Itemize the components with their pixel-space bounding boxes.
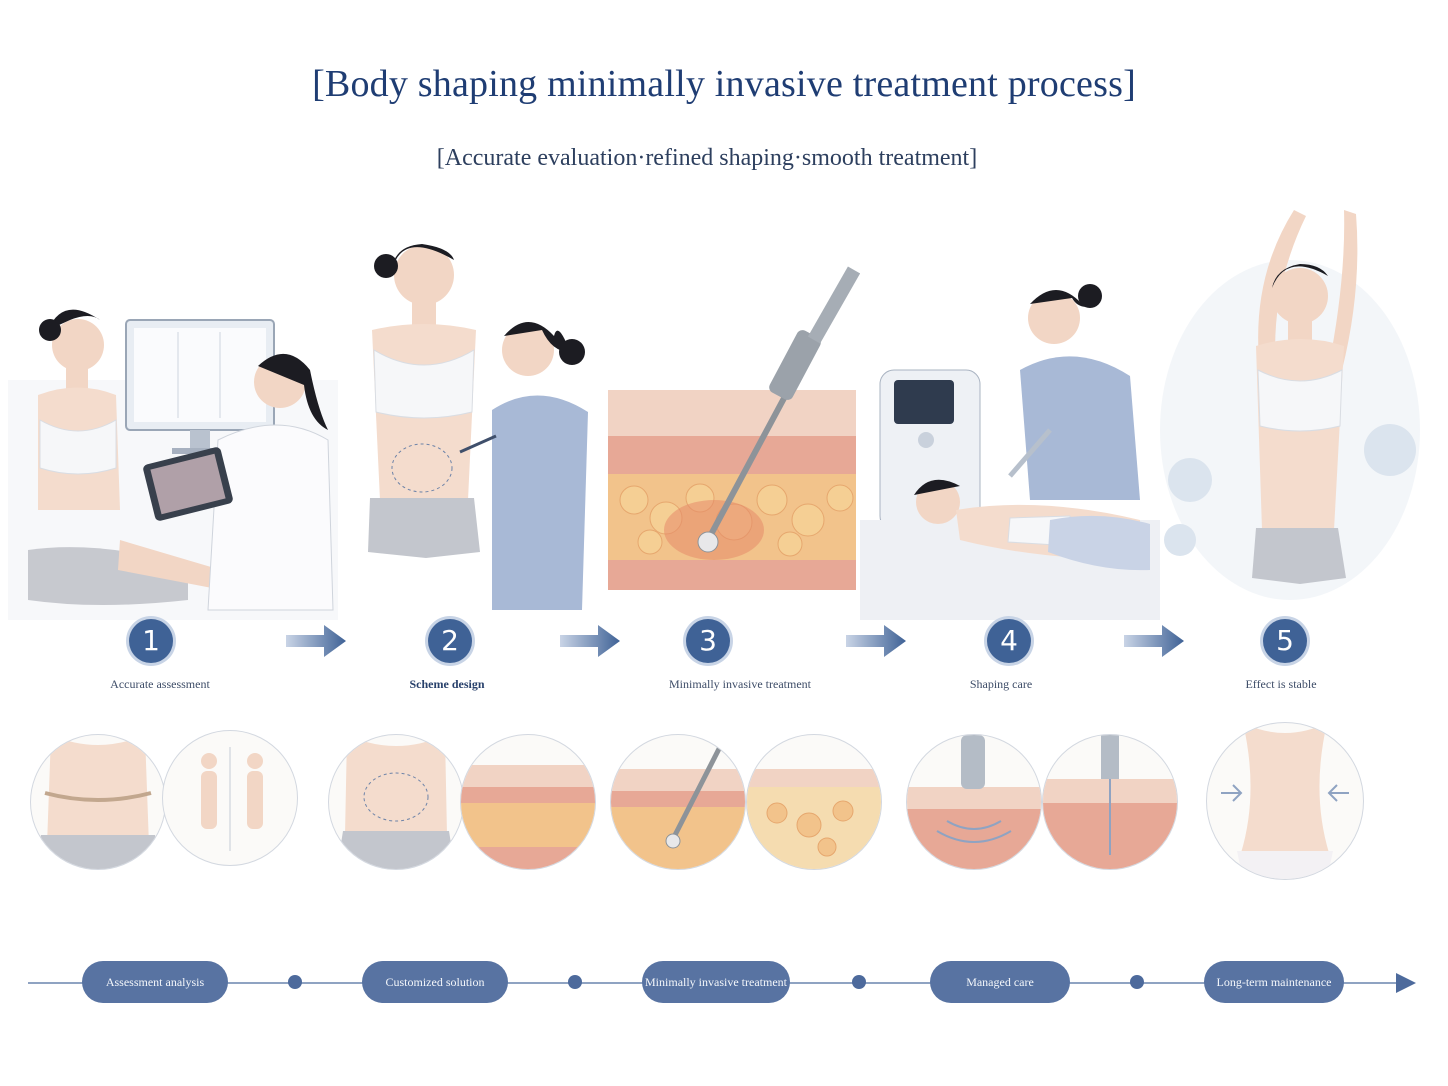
timeline-pill-3: Minimally invasive treatment [642, 961, 790, 1003]
timeline-dot [568, 975, 582, 989]
step-label-3: Minimally invasive treatment [669, 677, 811, 691]
illustration-shaping-care [860, 284, 1160, 620]
page-title: [Body shaping minimally invasive treatme… [312, 63, 1136, 105]
illustration-effect-stable [1160, 210, 1420, 600]
step-badge-4: 4 [987, 619, 1031, 663]
detail-slim-waist [1206, 722, 1364, 880]
step-label-5: Effect is stable [1245, 677, 1317, 691]
timeline-pill-5: Long-term maintenance [1204, 961, 1344, 1003]
arrow-right-icon [286, 625, 346, 657]
step-label-1: Accurate assessment [110, 677, 210, 691]
step-label-2: Scheme design [409, 677, 485, 691]
detail-cannula-fat [610, 734, 746, 870]
timeline-pill-2: Customized solution [362, 961, 508, 1003]
timeline-dot [1130, 975, 1144, 989]
detail-waist-measure [30, 734, 166, 870]
detail-marked-abdomen [328, 734, 464, 870]
arrow-right-icon [1124, 625, 1184, 657]
arrow-right-icon [560, 625, 620, 657]
step-label-4: Shaping care [969, 677, 1033, 691]
step-badge-5: 5 [1263, 619, 1307, 663]
detail-ultrasound-care [906, 734, 1042, 870]
timeline-dot [852, 975, 866, 989]
detail-body-analysis [162, 730, 298, 866]
illustration-scheme-design [368, 244, 588, 610]
timeline-arrow-icon [1396, 973, 1416, 993]
detail-tissue-repair [1042, 734, 1178, 870]
illustration-tissue-cannula [608, 266, 860, 590]
timeline-pill-4: Managed care [930, 961, 1070, 1003]
page-subtitle: [Accurate evaluation·refined shaping·smo… [436, 145, 978, 171]
arrow-right-icon [846, 625, 906, 657]
timeline-dot [288, 975, 302, 989]
step-badge-3: 3 [686, 619, 730, 663]
detail-tissue-layers [460, 734, 596, 870]
illustration-assessment [8, 309, 338, 620]
step-badge-2: 2 [428, 619, 472, 663]
step-badge-1: 1 [129, 619, 173, 663]
detail-fat-cells [746, 734, 882, 870]
timeline-pill-1: Assessment analysis [82, 961, 228, 1003]
